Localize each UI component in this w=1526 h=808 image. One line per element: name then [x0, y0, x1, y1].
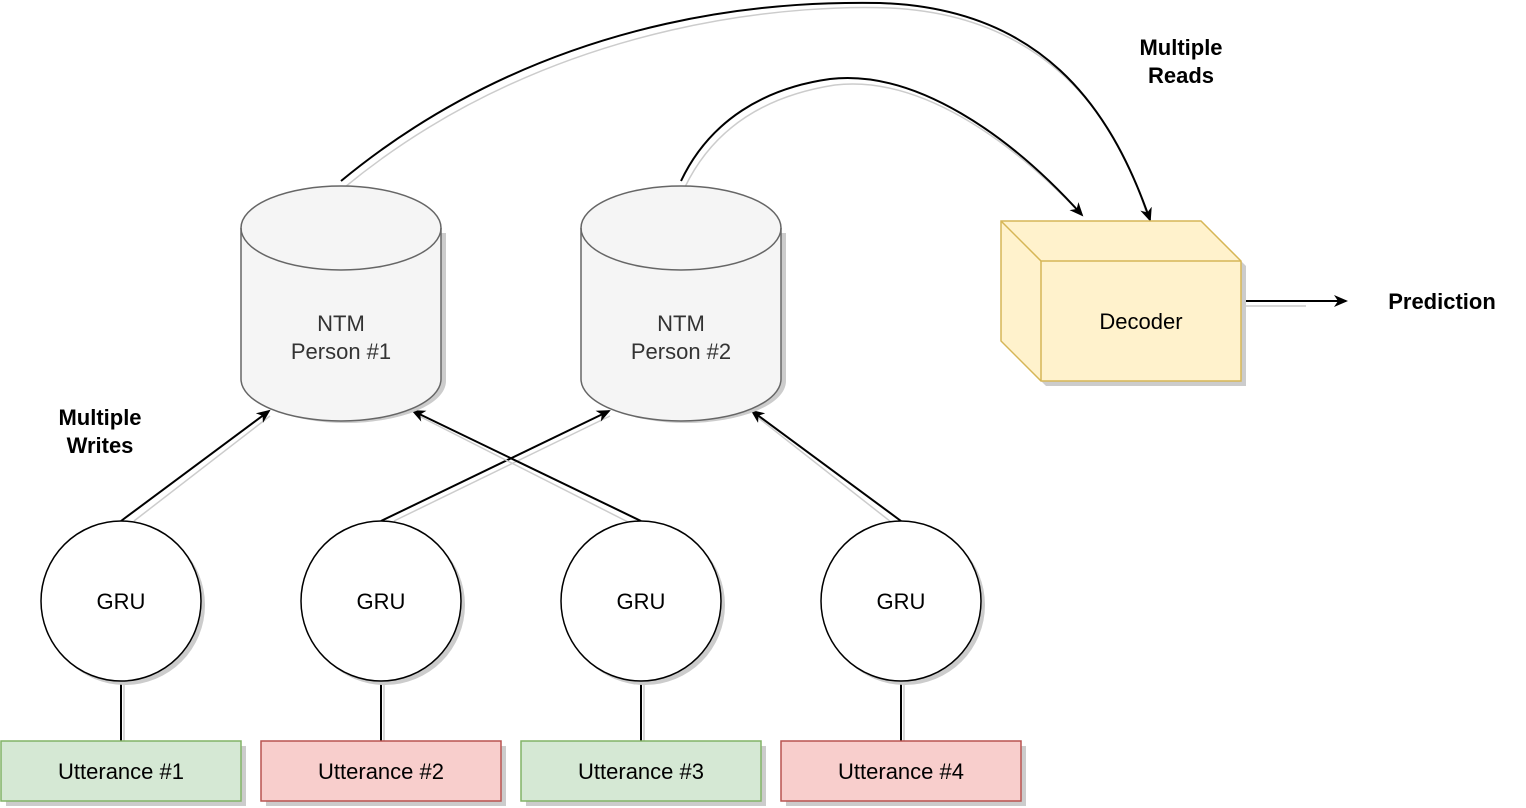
reads-line1: Multiple — [1139, 35, 1222, 60]
utterance-box-3: Utterance #3 — [520, 740, 766, 806]
utterance-box-1: Utterance #1 — [0, 740, 246, 806]
multiple-writes-annotation: Multiple Writes — [58, 405, 141, 458]
ntm-cylinder-2: NTM Person #2 — [580, 185, 786, 423]
gru-label: GRU — [357, 589, 406, 614]
multiple-reads-annotation: Multiple Reads — [1139, 35, 1222, 88]
edge-gru4-ntm2 — [750, 409, 902, 523]
reads-line2: Reads — [1148, 63, 1214, 88]
edge-utterance4-gru4 — [900, 681, 905, 747]
ntm-label-line1: NTM — [317, 311, 365, 336]
writes-line2: Writes — [67, 433, 134, 458]
utterance-box-2: Utterance #2 — [260, 740, 506, 806]
read-edges — [340, 1, 1152, 222]
gru-node-1: GRU — [40, 520, 205, 685]
prediction-label: Prediction — [1388, 289, 1496, 314]
edge-utterance1-gru1 — [120, 681, 125, 747]
edge-ntm1-decoder — [340, 1, 1152, 222]
utterance-label: Utterance #1 — [58, 759, 184, 784]
gru-node-4: GRU — [820, 520, 985, 685]
utterance-label: Utterance #4 — [838, 759, 964, 784]
gru-node-3: GRU — [560, 520, 725, 685]
utterance-gru-edges — [120, 681, 905, 747]
decoder-cube: Decoder — [1000, 220, 1246, 386]
utterance-box-4: Utterance #4 — [780, 740, 1026, 806]
edge-gru1-ntm1 — [120, 409, 271, 522]
ntm-label-line2: Person #2 — [631, 339, 731, 364]
ntm-label-line2: Person #1 — [291, 339, 391, 364]
utterance-label: Utterance #2 — [318, 759, 444, 784]
gru-label: GRU — [97, 589, 146, 614]
edge-gru3-ntm1 — [411, 410, 642, 523]
ntm-cylinder-1: NTM Person #1 — [240, 185, 446, 423]
write-edges — [120, 409, 902, 523]
edge-utterance3-gru3 — [640, 681, 645, 747]
gru-label: GRU — [617, 589, 666, 614]
edge-decoder-prediction — [1241, 295, 1348, 307]
gru-node-2: GRU — [300, 520, 465, 685]
edge-ntm2-decoder — [680, 77, 1084, 217]
edge-utterance2-gru2 — [380, 681, 385, 747]
writes-line1: Multiple — [58, 405, 141, 430]
gru-label: GRU — [877, 589, 926, 614]
utterance-label: Utterance #3 — [578, 759, 704, 784]
decoder-label: Decoder — [1099, 309, 1182, 334]
edge-gru2-ntm2 — [380, 410, 611, 522]
ntm-label-line1: NTM — [657, 311, 705, 336]
